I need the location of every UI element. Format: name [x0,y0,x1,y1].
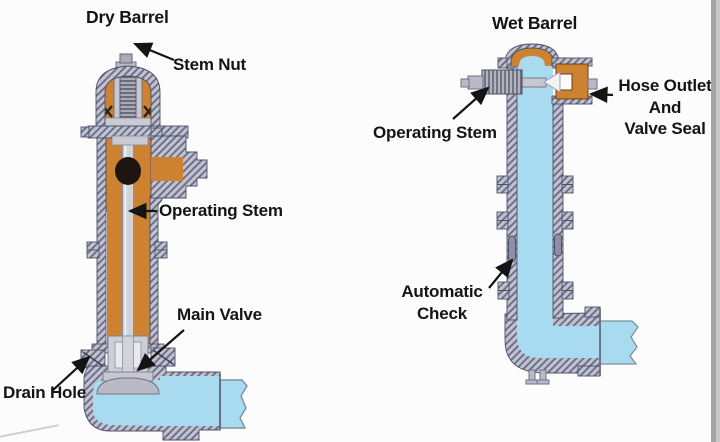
dry-barrel-hydrant [80,53,248,441]
operating-stem-right-arrow [452,86,490,120]
wet-valve-seal-cone [543,71,561,93]
label-automatic-check: Automatic Check [394,281,490,324]
wet-water-column [517,54,600,358]
label-hose-outlet-line2: And [648,97,682,117]
wet-bell-collar-top [584,306,601,318]
drain-hole-arrow [51,355,91,392]
label-automatic-check-line2: Check [416,303,468,323]
hose-outlet-arrow [588,86,614,103]
dry-bonnet-flange [80,125,189,146]
label-hose-outlet-line1: Hose Outlet [618,76,712,95]
leader-arrows [51,42,614,392]
label-hose-outlet-valve-seal: Hose Outlet And Valve Seal [610,75,720,140]
label-dry-barrel-title: Dry Barrel [86,7,169,27]
label-operating-stem-right: Operating Stem [373,123,497,142]
dry-inlet-pipe [219,379,248,429]
dry-seat-opening [115,157,141,185]
main-valve-arrow [136,329,185,372]
label-drain-hole: Drain Hole [3,383,87,402]
dry-barrel-lugs [86,241,168,259]
wet-elbow-feet [525,369,550,385]
wet-barrel-hydrant [460,43,639,385]
dry-side-outlet [150,135,208,199]
wet-automatic-check-valve [508,233,562,263]
stem-nut-arrow [132,42,175,62]
wet-outlet-pipe [599,320,639,365]
label-wet-barrel-title: Wet Barrel [492,13,578,33]
label-main-valve: Main Valve [177,305,262,324]
label-automatic-check-line1: Automatic [401,282,483,301]
right-edge-band-light [716,0,720,442]
wet-bell-collar-bottom [577,365,601,377]
wet-flange-lugs [496,175,574,300]
wet-hose-outlet [543,57,598,105]
label-hose-outlet-line3: Valve Seal [624,119,706,138]
label-stem-nut: Stem Nut [173,55,247,74]
label-operating-stem-left: Operating Stem [159,201,283,220]
right-edge-band [711,0,716,442]
automatic-check-arrow [488,258,514,289]
